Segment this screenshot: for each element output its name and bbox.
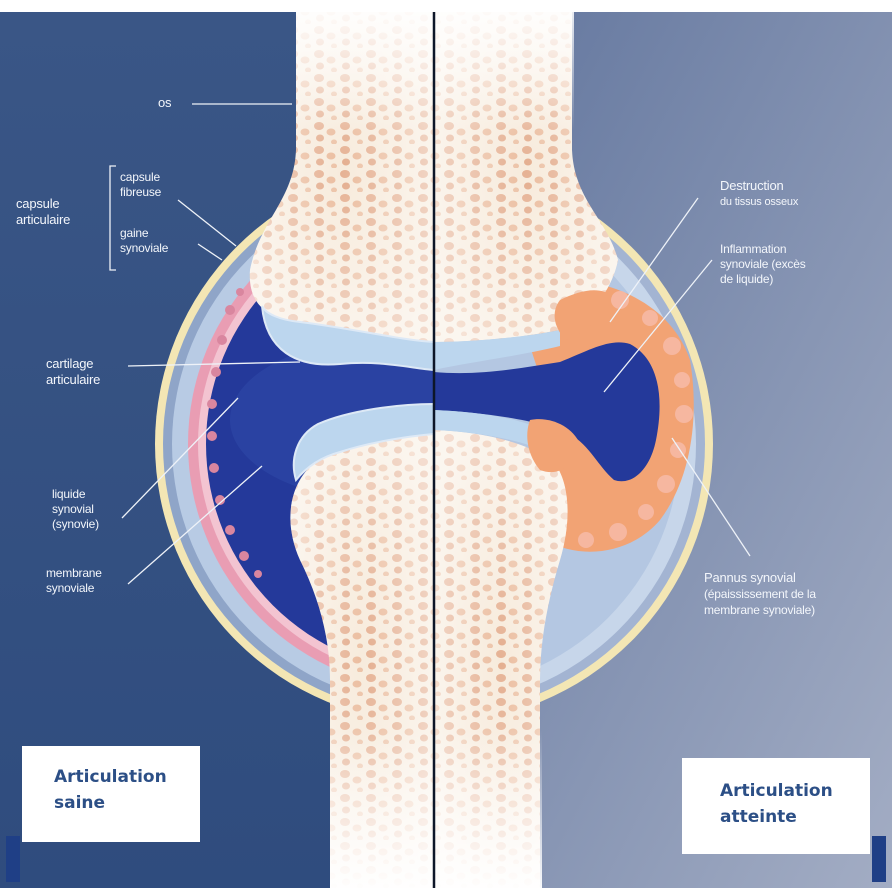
label-line: membrane (46, 566, 102, 581)
caption-affected: Articulation atteinte (682, 758, 870, 854)
label-capsule-articulaire: capsule articulaire (16, 196, 70, 228)
caption-line: atteinte (720, 804, 870, 830)
label-line: gaine (120, 226, 168, 241)
label-line: articulaire (46, 372, 100, 388)
label-line: Destruction (720, 178, 798, 194)
label-line: synoviale (120, 241, 168, 256)
label-line: cartilage (46, 356, 100, 372)
label-line: liquide (52, 487, 99, 502)
label-cartilage-articulaire: cartilage articulaire (46, 356, 100, 388)
label-capsule-fibreuse: capsule fibreuse (120, 170, 161, 200)
label-line: articulaire (16, 212, 70, 228)
label-line: synovial (52, 502, 99, 517)
caption-line: Articulation (720, 778, 870, 804)
label-inflammation: Inflammation synoviale (excès de liquide… (720, 242, 806, 287)
label-line: synoviale (46, 581, 102, 596)
label-gaine-synoviale: gaine synoviale (120, 226, 168, 256)
label-membrane-synoviale: membrane synoviale (46, 566, 102, 596)
label-line: (synovie) (52, 517, 99, 532)
label-line: (épaississement de la (704, 586, 816, 602)
label-line: fibreuse (120, 185, 161, 200)
label-line: synoviale (excès (720, 257, 806, 272)
label-line: capsule (120, 170, 161, 185)
label-os-text: os (158, 95, 171, 110)
label-liquide-synovial: liquide synovial (synovie) (52, 487, 99, 532)
label-pannus: Pannus synovial (épaississement de la me… (704, 570, 816, 618)
label-destruction: Destruction du tissus osseux (720, 178, 798, 210)
label-line: capsule (16, 196, 70, 212)
caption-line: saine (54, 790, 200, 816)
label-line: de liquide) (720, 272, 806, 287)
caption-line: Articulation (54, 764, 200, 790)
caption-healthy: Articulation saine (22, 746, 200, 842)
label-line: du tissus osseux (720, 194, 798, 210)
label-line: membrane synoviale) (704, 602, 816, 618)
label-line: Pannus synovial (704, 570, 816, 586)
label-line: Inflammation (720, 242, 806, 257)
label-os: os (158, 95, 171, 111)
